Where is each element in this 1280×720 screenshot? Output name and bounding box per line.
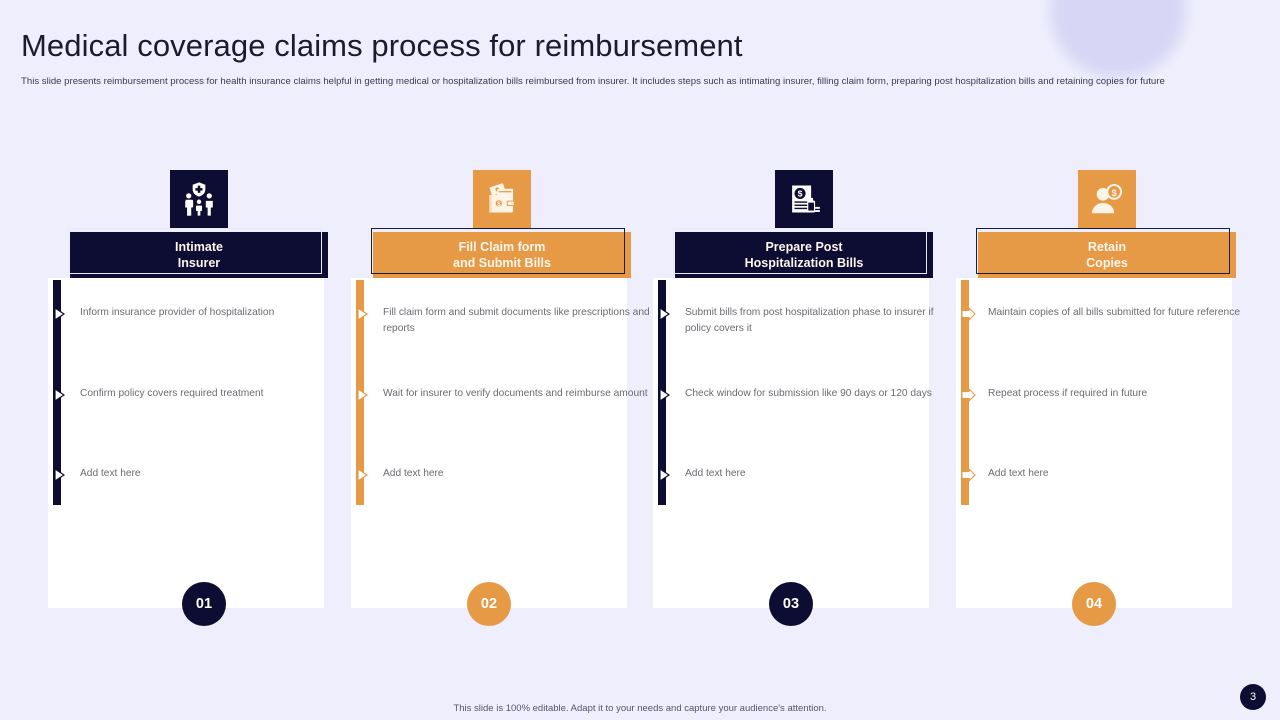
list-item-label: Repeat process if required in future — [988, 388, 1148, 399]
header-outline — [673, 228, 927, 274]
footer-note: This slide is 100% editable. Adapt it to… — [453, 703, 827, 714]
page-number-badge: 3 — [1240, 684, 1266, 710]
svg-text:$: $ — [497, 201, 501, 208]
decorative-circle — [1050, 0, 1186, 78]
svg-text:$: $ — [1111, 188, 1117, 199]
step-body-panel — [48, 278, 324, 608]
process-step-card-04[interactable]: $ Retain Copies Maintain copies of all b… — [956, 170, 1258, 626]
step-title-line2: Copies — [1086, 256, 1128, 270]
person-coin-icon: $ — [1078, 170, 1136, 228]
step-title-line2: Hospitalization Bills — [744, 256, 864, 270]
step-title-line2: and Submit Bills — [453, 256, 551, 270]
step-header-banner: Retain Copies — [976, 228, 1236, 278]
header-fill — [675, 232, 933, 278]
step-title-line2: Insurer — [177, 256, 221, 270]
step-title-line1: Intimate — [175, 240, 223, 254]
step-title: Prepare Post Hospitalization Bills — [675, 232, 933, 278]
header-fill — [978, 232, 1236, 278]
list-item-label: Add text here — [988, 468, 1049, 479]
page-title: Medical coverage claims process for reim… — [21, 28, 743, 63]
list-item-label: Confirm policy covers required treatment — [80, 388, 264, 399]
chevron-right-icon — [357, 468, 377, 482]
step-bullet-list: Submit bills from post hospitalization p… — [653, 278, 955, 608]
list-item[interactable]: Add text here — [961, 466, 1256, 482]
step-header-banner: Prepare Post Hospitalization Bills — [673, 228, 933, 278]
header-outline — [371, 228, 625, 274]
list-item-label: Fill claim form and submit documents lik… — [383, 307, 650, 334]
list-item-label: Add text here — [80, 468, 141, 479]
header-fill — [373, 232, 631, 278]
page-subtitle: This slide presents reimbursement proces… — [21, 76, 1165, 87]
step-bullet-list: Inform insurance provider of hospitaliza… — [48, 278, 350, 608]
arrow-right-icon — [961, 307, 982, 321]
step-number-badge: 01 — [182, 582, 226, 626]
chevron-right-icon — [357, 307, 377, 321]
list-item[interactable]: Repeat process if required in future — [961, 386, 1256, 402]
step-body-panel — [351, 278, 627, 608]
process-step-card-03[interactable]: $ Prepare Post Hospitalization Bills — [653, 170, 955, 626]
step-bullet-list: Fill claim form and submit documents lik… — [351, 278, 653, 608]
list-item[interactable]: Wait for insurer to verify documents and… — [357, 386, 651, 402]
chevron-right-icon — [659, 388, 679, 402]
step-body-panel — [956, 278, 1232, 608]
list-item-label: Maintain copies of all bills submitted f… — [988, 307, 1240, 318]
list-item[interactable]: Add text here — [54, 466, 348, 482]
step-header-banner: Fill Claim form and Submit Bills — [371, 228, 631, 278]
list-item[interactable]: Add text here — [659, 466, 953, 482]
header-outline — [68, 228, 322, 274]
chevron-right-icon — [659, 307, 679, 321]
list-item[interactable]: Confirm policy covers required treatment — [54, 386, 348, 402]
invoice-dollar-icon: $ — [775, 170, 833, 228]
list-item[interactable]: Add text here — [357, 466, 651, 482]
process-step-card-02[interactable]: $ Fill Claim form and Submit Bills Fill … — [351, 170, 653, 626]
list-item-label: Inform insurance provider of hospitaliza… — [80, 307, 275, 318]
svg-text:$: $ — [798, 189, 803, 199]
step-bullet-list: Maintain copies of all bills submitted f… — [956, 278, 1258, 608]
step-header-banner: Intimate Insurer — [68, 228, 328, 278]
list-item[interactable]: Maintain copies of all bills submitted f… — [961, 305, 1256, 321]
process-step-card-01[interactable]: Intimate Insurer Inform insurance provid… — [48, 170, 350, 626]
list-item-label: Add text here — [685, 468, 746, 479]
chevron-right-icon — [54, 468, 74, 482]
list-item-label: Add text here — [383, 468, 444, 479]
list-item-label: Submit bills from post hospitalization p… — [685, 307, 934, 334]
step-title-line1: Prepare Post — [765, 240, 843, 254]
chevron-right-icon — [54, 388, 74, 402]
header-outline — [976, 228, 1230, 274]
step-number-badge: 02 — [467, 582, 511, 626]
arrow-right-icon — [961, 468, 982, 482]
step-number-badge: 03 — [769, 582, 813, 626]
step-title-line1: Retain — [1087, 240, 1127, 254]
wallet-money-icon: $ — [473, 170, 531, 228]
chevron-right-icon — [357, 388, 377, 402]
header-fill — [70, 232, 328, 278]
step-number-badge: 04 — [1072, 582, 1116, 626]
list-item[interactable]: Check window for submission like 90 days… — [659, 386, 953, 402]
chevron-right-icon — [659, 468, 679, 482]
step-title: Intimate Insurer — [70, 232, 328, 278]
list-item[interactable]: Inform insurance provider of hospitaliza… — [54, 305, 348, 321]
chevron-right-icon — [54, 307, 74, 321]
step-title: Fill Claim form and Submit Bills — [373, 232, 631, 278]
step-body-panel — [653, 278, 929, 608]
list-item[interactable]: Submit bills from post hospitalization p… — [659, 305, 953, 336]
process-steps-container: Intimate Insurer Inform insurance provid… — [0, 170, 1280, 630]
step-title: Retain Copies — [978, 232, 1236, 278]
arrow-right-icon — [961, 388, 982, 402]
family-health-shield-icon — [170, 170, 228, 228]
step-title-line1: Fill Claim form — [458, 240, 546, 254]
list-item[interactable]: Fill claim form and submit documents lik… — [357, 305, 651, 336]
list-item-label: Check window for submission like 90 days… — [685, 388, 932, 399]
list-item-label: Wait for insurer to verify documents and… — [383, 388, 648, 399]
